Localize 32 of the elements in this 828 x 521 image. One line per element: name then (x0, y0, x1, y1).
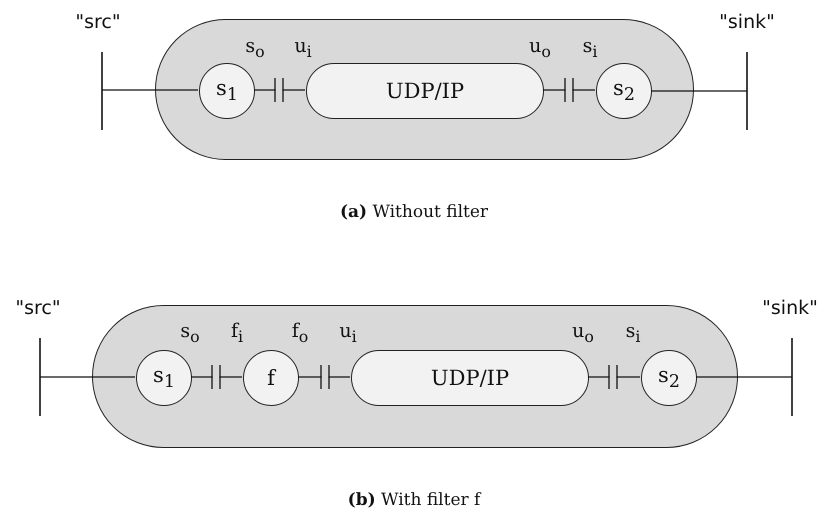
endpoint-label: "src" (75, 11, 121, 33)
component-name: s$_{1}$ (216, 76, 238, 106)
protocol-name: UDP/IP (386, 79, 464, 103)
coupling-connector (191, 376, 242, 378)
port-label: u$_{o}$ (572, 320, 594, 346)
port-label: s$_{o}$ (245, 35, 265, 61)
coupling-connector (543, 89, 595, 91)
coupling-connector (254, 89, 305, 91)
endpoint-label: "sink" (719, 11, 775, 33)
port-label: s$_{i}$ (626, 320, 640, 346)
protocol-name: UDP/IP (430, 366, 510, 390)
port-label: s$_{o}$ (180, 320, 200, 346)
endpoint-label: "sink" (762, 297, 818, 319)
port-label: u$_{i}$ (294, 35, 312, 61)
connector-line (651, 90, 747, 92)
component-name: s$_{2}$ (613, 76, 635, 106)
endpoint-label: "src" (15, 297, 61, 319)
connector-line (696, 376, 792, 378)
subfigure-caption: (a) Without filter (340, 202, 488, 222)
component-name: f (267, 366, 275, 390)
port-label: u$_{o}$ (529, 35, 551, 61)
port-label: f$_{o}$ (292, 320, 308, 346)
connector-line (102, 89, 198, 91)
port-label: s$_{i}$ (582, 35, 598, 61)
component-name: s$_{1}$ (153, 363, 175, 393)
component-name: s$_{2}$ (658, 363, 680, 393)
port-label: f$_{i}$ (230, 320, 244, 346)
port-label: u$_{i}$ (339, 320, 357, 346)
subfigure-caption: (b) With filter f (348, 490, 480, 510)
coupling-connector (298, 376, 350, 378)
coupling-connector (588, 376, 640, 378)
connector-line (40, 376, 135, 378)
